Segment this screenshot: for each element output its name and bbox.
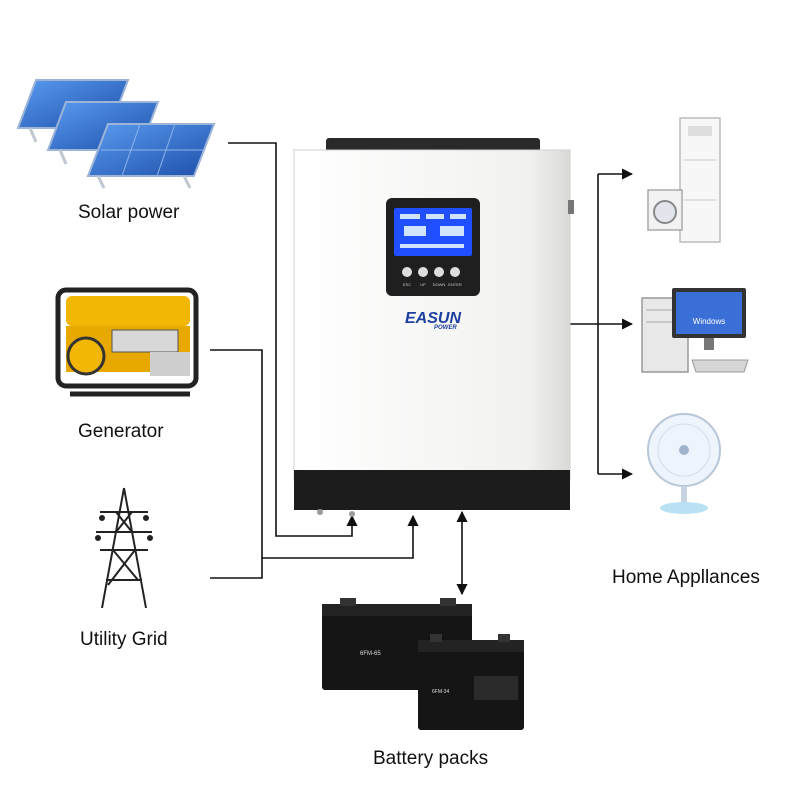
battery-packs-label: Battery packs — [373, 748, 489, 769]
air-conditioner-icon — [679, 117, 721, 243]
battery-large-model: 6FM-65 — [360, 651, 381, 657]
generator-label: Generator — [78, 421, 164, 442]
brand-sub: POWER — [434, 325, 457, 331]
esc-button-label: ESC — [403, 282, 411, 287]
utility-grid-label: Utility Grid — [80, 629, 168, 650]
battery-small-model: 6FM-34 — [432, 689, 449, 695]
brand-logo: EASUN — [405, 310, 461, 327]
home-appliances-label: Home Appllances — [612, 567, 760, 588]
solar-power-label: Solar power — [78, 202, 180, 223]
connection-lines — [210, 142, 634, 596]
solar-panels-icon — [16, 79, 216, 189]
battery-pack-small-icon: 6FM-34 — [418, 634, 524, 730]
monitor-text: Windows — [693, 317, 725, 326]
transmission-tower-icon — [95, 487, 153, 609]
computer-icon: Windows — [641, 288, 749, 373]
fan-icon — [647, 413, 721, 514]
washing-machine-icon — [647, 189, 683, 231]
inverter-device: ESC UP DOWN ENTER EASUN POWER — [293, 138, 574, 517]
up-button-label: UP — [420, 282, 426, 287]
enter-button-label: ENTER — [448, 282, 462, 287]
down-button-label: DOWN — [433, 282, 446, 287]
generator-icon — [55, 287, 199, 397]
